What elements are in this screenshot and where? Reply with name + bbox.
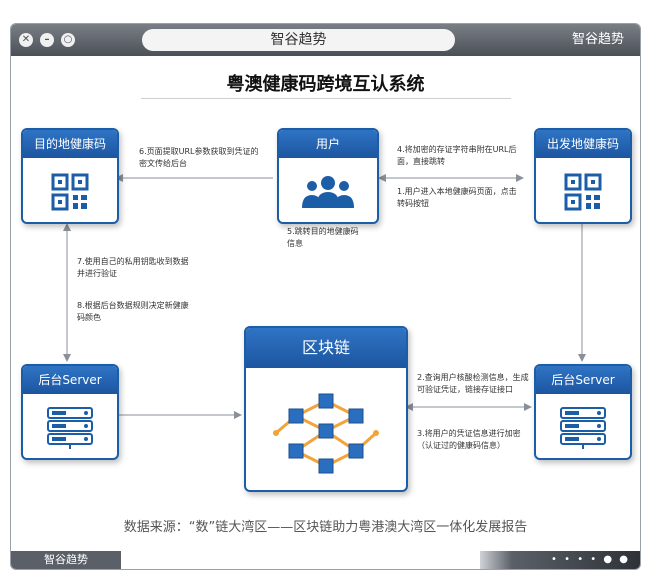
node-backend-right: 后台Server <box>534 364 632 460</box>
step-3-note: 3.将用户的凭证信息进行加密（认证过的健康码信息） <box>417 429 521 450</box>
node-destination-label: 目的地健康码 <box>23 130 117 158</box>
node-origin-label: 出发地健康码 <box>536 130 630 158</box>
connector-arrows <box>63 174 586 419</box>
minimize-icon[interactable]: – <box>40 33 54 47</box>
step-2-note: 2.查询用户核酸检测信息，生成可验证凭证，链接存证接口 <box>417 373 529 394</box>
node-backend-left: 后台Server <box>21 364 119 460</box>
title-divider <box>141 98 511 99</box>
node-blockchain: 区块链 <box>244 326 408 492</box>
step-4-note: 4.将加密的存证字符串附在URL后面，直接跳转 <box>397 145 517 166</box>
users-icon <box>279 162 377 222</box>
step-5-note: 5.跳转目的地健康码信息 <box>287 227 359 248</box>
source-caption: 数据来源：“数”链大湾区——区块链助力粤港澳大湾区一体化发展报告 <box>123 520 528 535</box>
close-icon[interactable]: ✕ <box>19 33 33 47</box>
node-blockchain-label: 区块链 <box>246 328 406 368</box>
node-user: 用户 <box>277 128 379 224</box>
qr-code-icon <box>536 162 630 222</box>
window-title: 智谷趋势 <box>142 29 455 51</box>
node-destination-health-code: 目的地健康码 <box>21 128 119 224</box>
blockchain-icon <box>246 372 406 490</box>
qr-code-icon <box>23 162 117 222</box>
node-backend-left-label: 后台Server <box>23 366 117 394</box>
app-window: ✕ – ○ 智谷趋势 智谷趋势 粤澳健康码跨境互认系统 目的地健康码 <box>10 23 641 570</box>
node-origin-health-code: 出发地健康码 <box>534 128 632 224</box>
step-6-note: 6.页面提取URL参数获取到凭证的密文传给后台 <box>139 147 259 168</box>
step-7-note: 7.使用自己的私用钥匙收到数据并进行验证 <box>77 257 189 278</box>
server-icon <box>536 398 630 458</box>
step-8-note: 8.根据后台数据规则决定新健康码颜色 <box>77 301 189 322</box>
node-user-label: 用户 <box>279 130 377 158</box>
footer-bar: • • • • ● ● <box>480 551 640 569</box>
brand-logo: 智谷趋势 <box>571 32 624 47</box>
step-1-note: 1.用户进入本地健康码页面，点击转码按钮 <box>397 187 517 208</box>
title-bar: ✕ – ○ 智谷趋势 智谷趋势 <box>11 24 640 56</box>
node-backend-right-label: 后台Server <box>536 366 630 394</box>
maximize-icon[interactable]: ○ <box>61 33 75 47</box>
server-icon <box>23 398 117 458</box>
footer-brand: 智谷趋势 <box>11 551 121 569</box>
diagram-title: 粤澳健康码跨境互认系统 <box>226 74 425 95</box>
pager-dots: • • • • ● ● <box>551 554 630 565</box>
